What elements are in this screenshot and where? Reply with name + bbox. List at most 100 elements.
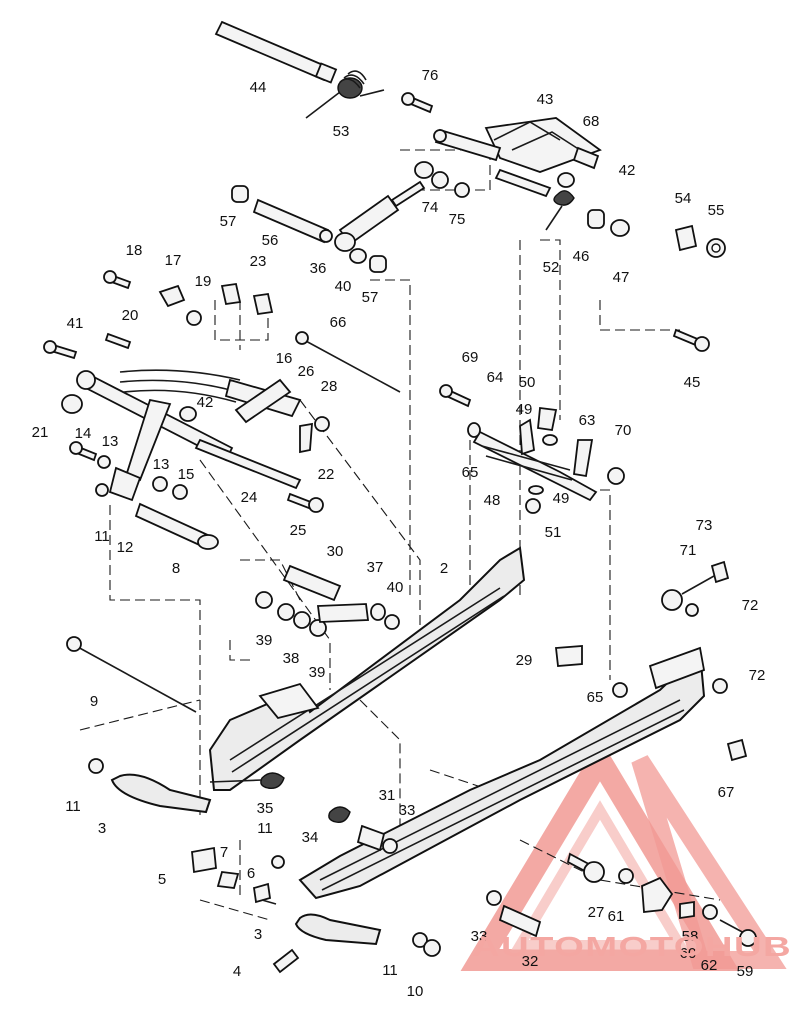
part-label-47: 47	[613, 269, 630, 286]
part-label-19: 19	[195, 273, 212, 290]
part-label-56: 56	[262, 232, 279, 249]
part-label-53: 53	[333, 123, 350, 140]
part-label-27: 27	[588, 904, 605, 921]
part-label-54: 54	[675, 190, 692, 207]
part-label-50: 50	[519, 374, 536, 391]
part-label-75: 75	[449, 211, 466, 228]
part-label-59: 59	[737, 963, 754, 980]
part-label-5: 5	[158, 871, 166, 888]
part-label-72b: 72	[749, 667, 766, 684]
part-label-57b: 57	[362, 289, 379, 306]
part-label-49b: 49	[553, 490, 570, 507]
part-label-6: 6	[247, 865, 255, 882]
part-label-22: 22	[318, 466, 335, 483]
part-label-55: 55	[708, 202, 725, 219]
part-label-36: 36	[310, 260, 327, 277]
part-label-8: 8	[172, 560, 180, 577]
part-label-57a: 57	[220, 213, 237, 230]
part-label-26: 26	[298, 363, 315, 380]
part-label-16: 16	[276, 350, 293, 367]
part-label-11b: 11	[65, 798, 81, 815]
watermark-text: AUTOMOTOHUB	[472, 931, 792, 962]
part-number-labels: 4453764368427475575654555246473640571817…	[32, 67, 766, 1000]
part-label-42b: 42	[197, 394, 214, 411]
part-label-32: 32	[522, 953, 539, 970]
part-label-65b: 65	[587, 689, 604, 706]
part-label-74: 74	[422, 199, 439, 216]
lower-parts	[191, 772, 757, 974]
part-label-42a: 42	[619, 162, 636, 179]
rear-arm-assembly	[439, 384, 625, 514]
part-label-65a: 65	[462, 464, 479, 481]
part-label-30: 30	[327, 543, 344, 560]
part-label-3b: 3	[254, 926, 262, 943]
part-label-11a: 11	[94, 528, 110, 545]
part-label-28: 28	[321, 378, 338, 395]
part-label-67: 67	[718, 784, 735, 801]
part-label-13b: 13	[153, 456, 170, 473]
part-label-76: 76	[422, 67, 439, 84]
part-label-71: 71	[680, 542, 697, 559]
part-label-37: 37	[367, 559, 384, 576]
part-label-11c: 11	[257, 820, 273, 837]
slide-rails	[110, 546, 706, 946]
part-label-69: 69	[462, 349, 479, 366]
part-label-61: 61	[608, 908, 625, 925]
part-label-33a: 33	[399, 802, 416, 819]
part-label-40b: 40	[387, 579, 404, 596]
part-label-33b: 33	[471, 928, 488, 945]
part-label-43: 43	[537, 91, 554, 108]
part-label-34: 34	[302, 829, 319, 846]
part-label-44: 44	[250, 79, 267, 96]
upper-parts	[43, 20, 726, 393]
part-label-20: 20	[122, 307, 139, 324]
watermark-label: AUTOMOTOHUB	[472, 931, 792, 962]
part-label-12: 12	[117, 539, 134, 556]
part-label-63: 63	[579, 412, 596, 429]
part-label-60: 60	[680, 945, 697, 962]
part-label-49a: 49	[516, 401, 533, 418]
front-arm-assembly	[61, 369, 330, 550]
part-label-39a: 39	[256, 632, 273, 649]
part-label-66: 66	[330, 314, 347, 331]
part-label-64: 64	[487, 369, 504, 386]
part-label-23: 23	[250, 253, 267, 270]
part-label-72a: 72	[742, 597, 759, 614]
part-label-4: 4	[233, 963, 241, 980]
part-label-35: 35	[257, 800, 274, 817]
part-label-73: 73	[696, 517, 713, 534]
part-label-46: 46	[573, 248, 590, 265]
part-label-31: 31	[379, 787, 396, 804]
part-label-10: 10	[407, 983, 424, 1000]
part-label-7: 7	[220, 844, 228, 861]
part-label-70: 70	[615, 422, 632, 439]
part-label-45: 45	[684, 374, 701, 391]
part-label-9: 9	[90, 693, 98, 710]
part-label-14: 14	[75, 425, 92, 442]
part-label-17: 17	[165, 252, 182, 269]
watermark-logo	[460, 738, 787, 971]
part-label-15: 15	[178, 466, 195, 483]
part-label-48: 48	[484, 492, 501, 509]
part-label-52: 52	[543, 259, 560, 276]
part-label-13a: 13	[102, 433, 119, 450]
part-label-29: 29	[516, 652, 533, 669]
part-label-18: 18	[126, 242, 143, 259]
part-label-51: 51	[545, 524, 562, 541]
part-label-3a: 3	[98, 820, 106, 837]
middle-parts	[66, 560, 748, 774]
part-label-41: 41	[67, 315, 84, 332]
part-label-39b: 39	[309, 664, 326, 681]
part-label-21: 21	[32, 424, 49, 441]
part-label-25: 25	[290, 522, 307, 539]
part-label-2: 2	[440, 560, 448, 577]
part-label-38: 38	[283, 650, 300, 667]
part-label-62: 62	[701, 957, 718, 974]
part-label-58: 58	[682, 928, 699, 945]
part-label-68: 68	[583, 113, 600, 130]
part-label-11d: 11	[382, 962, 398, 979]
part-label-24: 24	[241, 489, 258, 506]
part-label-40a: 40	[335, 278, 352, 295]
